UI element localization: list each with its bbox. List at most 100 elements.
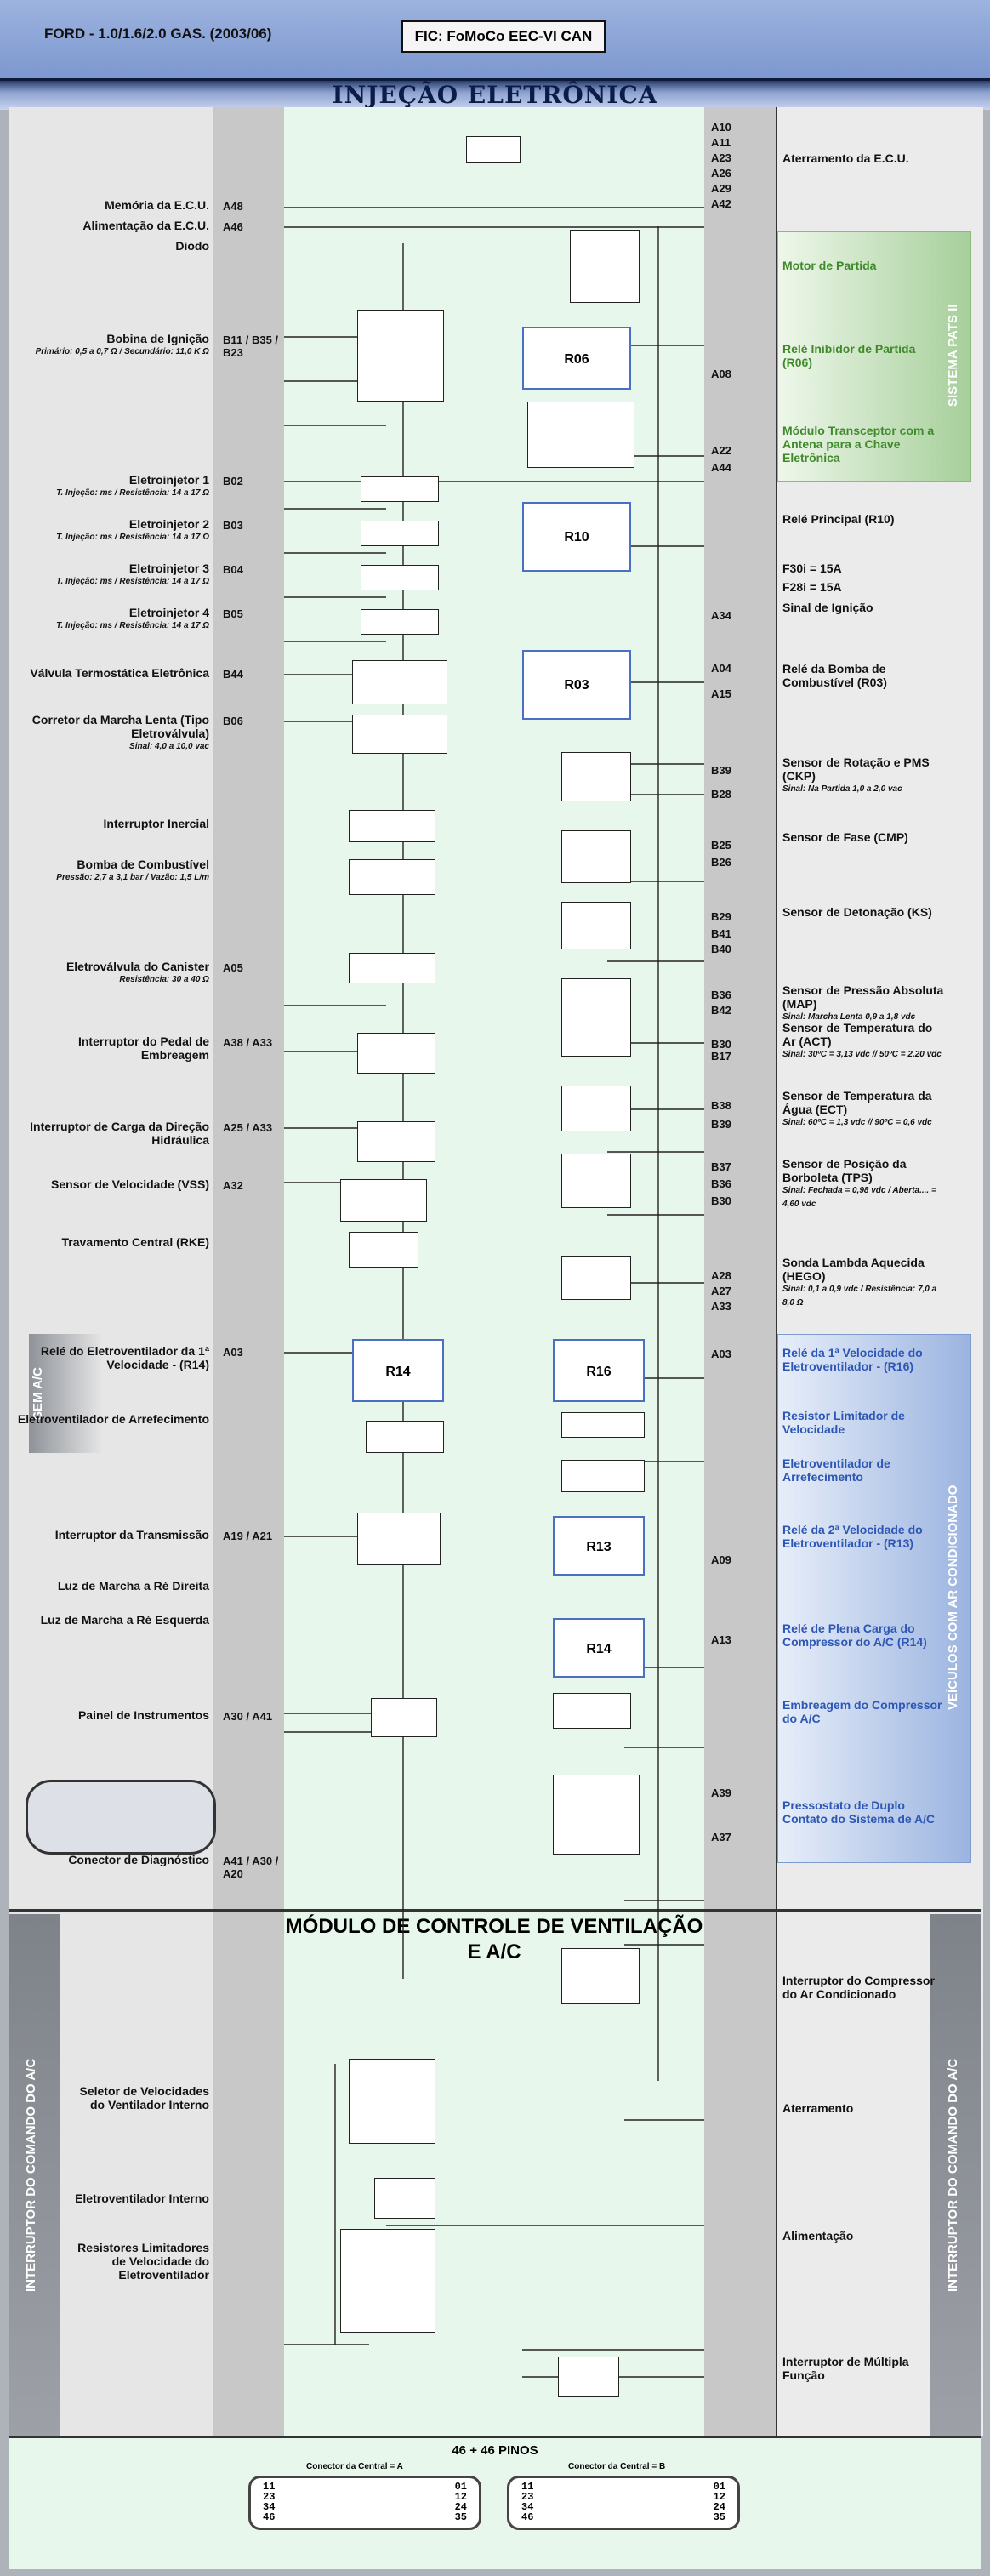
- ckp-sensor: [561, 752, 631, 801]
- module-separator: [9, 1909, 981, 1912]
- relay-r14-left: R14: [352, 1339, 444, 1402]
- connector-pin-end: 35: [454, 2511, 467, 2523]
- right-item-label: F28i = 15A: [782, 580, 842, 594]
- int-cmd-band-left: [9, 1914, 60, 2436]
- connector-pin-end: 12: [454, 2491, 467, 2503]
- bottom-connector-area: [9, 2436, 981, 2569]
- right-pin: B26: [711, 856, 731, 869]
- ecu-fuse-box: [466, 136, 521, 163]
- connector-row: 23 12: [509, 2492, 737, 2502]
- right-item-label: Módulo Transceptor com a Antena para a C…: [782, 424, 935, 464]
- left-item-pin: A25 / A33: [223, 1121, 273, 1134]
- connector-pin-start: 34: [263, 2501, 276, 2513]
- injector-4: [361, 609, 439, 635]
- ac-compressor-switch: [561, 1948, 640, 2004]
- right-item-label: Relé da Bomba de Combustível (R03): [782, 662, 887, 689]
- right-item-label: Relé de Plena Carga do Compressor do A/C…: [782, 1621, 927, 1649]
- right-item-label: Sensor de Fase (CMP): [782, 830, 908, 844]
- left-item-label: Interruptor Inercial: [103, 817, 209, 830]
- left-item-label: Memória da E.C.U.: [105, 198, 209, 212]
- right-item-label: Sensor de Temperatura do Ar (ACT)Sinal: …: [782, 1021, 944, 1062]
- map-act-sensor: [561, 978, 631, 1057]
- ac-band: [777, 1334, 971, 1863]
- ac-compressor-clutch: [553, 1693, 631, 1729]
- right-item-label: Embreagem do Compressor do A/C: [782, 1698, 942, 1725]
- right-item-label: Sensor de Pressão Absoluta (MAP)Sinal: M…: [782, 983, 944, 1024]
- int-cmd-band-right: [930, 1914, 981, 2436]
- canister-valve: [349, 953, 435, 983]
- transceiver-module: [527, 402, 634, 468]
- right-item-label: Relé da 1ª Velocidade do Eletroventilado…: [782, 1346, 923, 1373]
- right-item-label: Relé da 2ª Velocidade do Eletroventilado…: [782, 1523, 923, 1550]
- connector-pin-end: 35: [713, 2511, 725, 2523]
- right-pin: B25: [711, 839, 731, 852]
- right-pin: A44: [711, 461, 731, 474]
- left-item-pin: B02: [223, 475, 243, 487]
- left-item-label: Luz de Marcha a Ré Direita: [57, 1579, 209, 1593]
- left-item-pin: A30 / A41: [223, 1710, 273, 1723]
- left-item-pin: A46: [223, 220, 243, 233]
- connector-b-label: Conector da Central = B: [568, 2462, 666, 2471]
- pats-band: [777, 231, 971, 482]
- right-pin-column: [704, 107, 776, 2436]
- thermostat-valve: [352, 660, 447, 704]
- left-item-pin: B05: [223, 607, 243, 620]
- diagnostic-connector-icon: [26, 1780, 216, 1855]
- left-item-sub: T. Injeção: ms / Resistência: 14 a 17 Ω: [56, 577, 209, 586]
- right-pin: B36: [711, 989, 731, 1001]
- left-item-label: Relé do Eletroventilador da 1ª Velocidad…: [40, 1344, 209, 1371]
- connector-pin-end: 12: [713, 2491, 725, 2503]
- relay-r06: R06: [522, 327, 631, 390]
- left-item-sub: Sinal: 4,0 a 10,0 vac: [129, 742, 209, 751]
- right-pin: B29: [711, 910, 731, 923]
- left-item-pin: A41 / A30 / A20: [223, 1855, 279, 1880]
- left-item-label: Interruptor do Pedal de Embreagem: [77, 1034, 209, 1062]
- wiring-area: [284, 107, 704, 2436]
- hego-sensor: [561, 1256, 631, 1300]
- module-left-label: Seletor de Velocidades do Ventilador Int…: [79, 2084, 209, 2112]
- right-pin: A26: [711, 167, 731, 180]
- right-item-sub: Sinal: 60ºC = 1,3 vdc // 90ºC = 0,6 vdc: [782, 1118, 932, 1127]
- right-pin: A08: [711, 368, 731, 380]
- connector-pin-start: 23: [521, 2491, 534, 2503]
- right-pin: A27: [711, 1285, 731, 1297]
- left-item-label: Travamento Central (RKE): [61, 1235, 209, 1249]
- right-item-label: Sonda Lambda Aquecida (HEGO)Sinal: 0,1 a…: [782, 1256, 944, 1310]
- right-pin: B30: [711, 1194, 731, 1207]
- ac-band-label: VEÍCULOS COM AR CONDICIONADO: [946, 1485, 960, 1711]
- left-item-pin: A32: [223, 1179, 243, 1192]
- right-pin: B28: [711, 788, 731, 801]
- right-pin: A34: [711, 609, 731, 622]
- right-item-label: Sensor de Posição da Borboleta (TPS)Sina…: [782, 1157, 944, 1211]
- left-item-pin: A38 / A33: [223, 1036, 273, 1049]
- connector-a-label: Conector da Central = A: [306, 2462, 403, 2471]
- right-item-label: Alimentação: [782, 2229, 854, 2243]
- right-pin: B39: [711, 764, 731, 777]
- left-item-pin: A05: [223, 961, 243, 974]
- title-bar: INJEÇÃO ELETRÔNICA: [0, 78, 990, 110]
- right-pin: A22: [711, 444, 731, 457]
- right-pin: A10: [711, 121, 731, 134]
- left-item-sub: T. Injeção: ms / Resistência: 14 a 17 Ω: [56, 533, 209, 542]
- left-item-label: Sensor de Velocidade (VSS): [51, 1177, 209, 1191]
- injector-2: [361, 521, 439, 546]
- connector-pin-end: 01: [454, 2481, 467, 2493]
- left-item-label: Eletroventilador de Arrefecimento: [17, 1412, 209, 1426]
- starter-motor-symbol: [570, 230, 640, 303]
- ect-sensor: [561, 1086, 631, 1131]
- transmission-switch: [357, 1513, 441, 1565]
- right-pin: A23: [711, 151, 731, 164]
- multi-function-switch: [558, 2357, 619, 2397]
- left-item-sub: Primário: 0,5 a 0,7 Ω / Secundário: 11,0…: [35, 347, 209, 356]
- idle-valve: [352, 715, 447, 754]
- injector-3: [361, 565, 439, 590]
- left-item-sub: Resistência: 30 a 40 Ω: [119, 975, 209, 984]
- right-item-label: Sensor de Rotação e PMS (CKP)Sinal: Na P…: [782, 755, 944, 796]
